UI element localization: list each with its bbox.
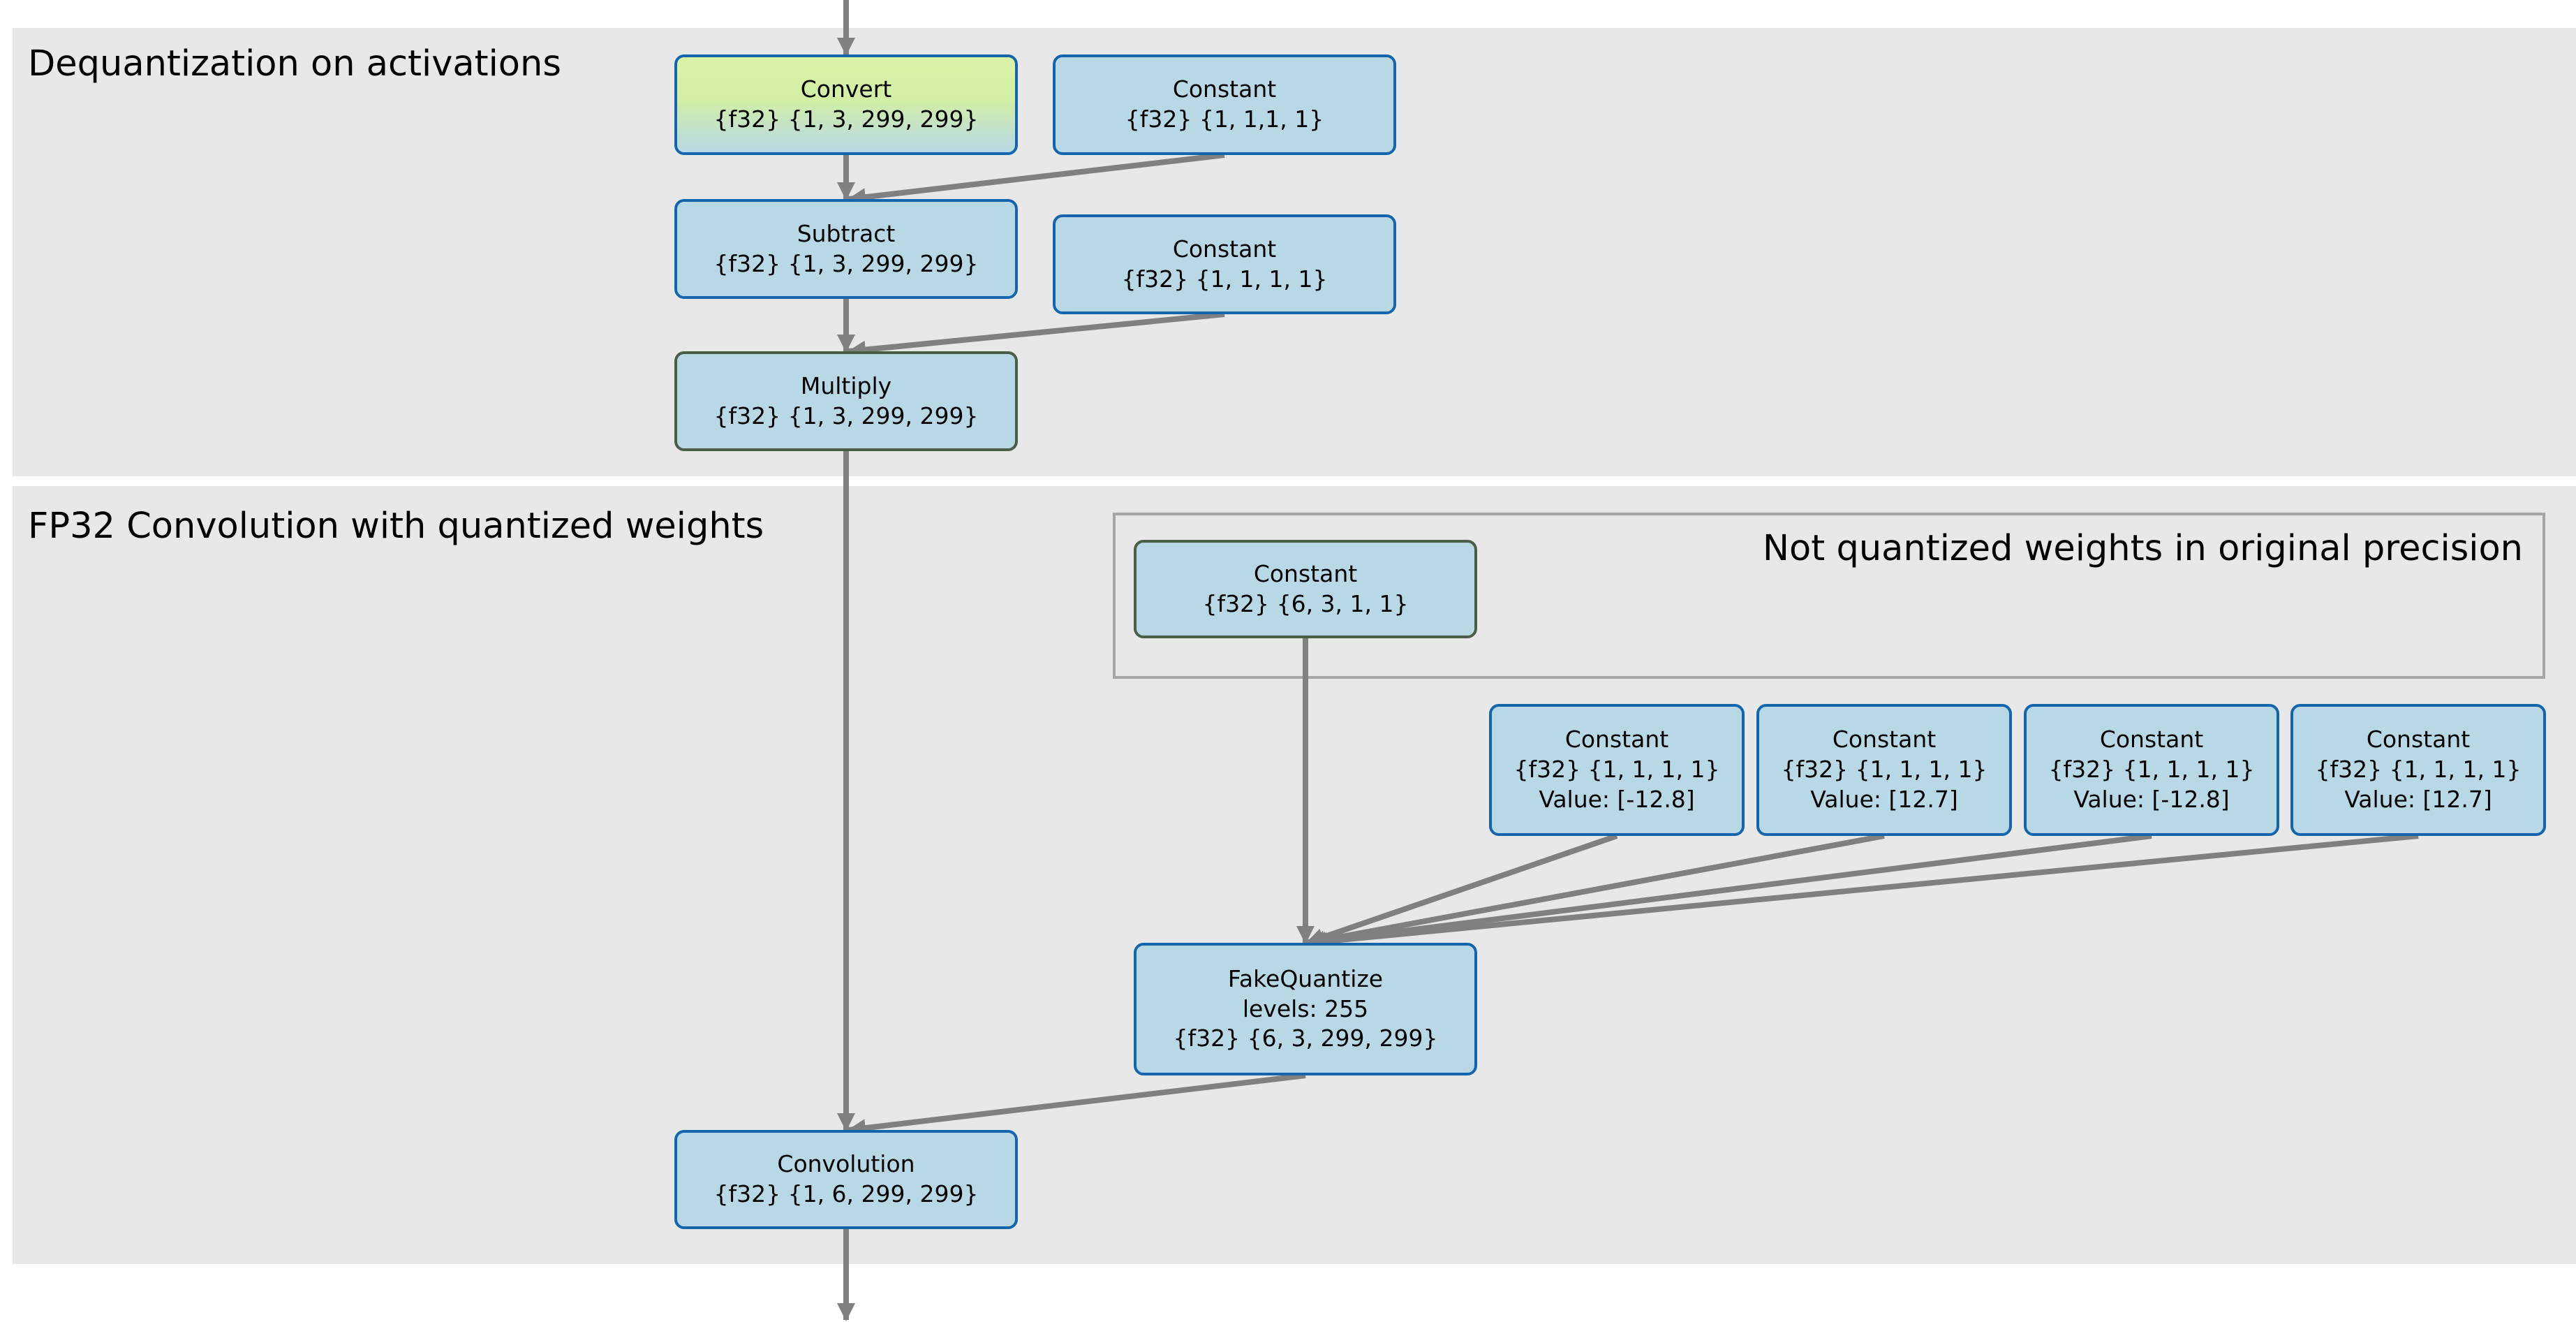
edge-out-low-to-fakequantize <box>1308 833 2152 950</box>
convert-node-name: Convert <box>800 75 892 103</box>
subtract-node-name: Subtract <box>797 219 896 247</box>
fq-input-high-constant-node[interactable]: Constant {f32} {1, 1, 1, 1} Value: [12.7… <box>1756 704 2012 836</box>
fakequantize-node-levels: levels: 255 <box>1242 994 1369 1022</box>
constant-node-1[interactable]: Constant {f32} {1, 1,1, 1} <box>1053 54 1396 155</box>
edge-in-high-to-fakequantize <box>1307 833 1885 949</box>
fakequantize-node-shape: {f32} {6, 3, 299, 299} <box>1173 1024 1438 1052</box>
constant-node-1-shape: {f32} {1, 1,1, 1} <box>1125 105 1324 133</box>
fq-output-low-constant-node[interactable]: Constant {f32} {1, 1, 1, 1} Value: [-12.… <box>2024 704 2279 836</box>
convolution-group-title: FP32 Convolution with quantized weights <box>28 506 764 547</box>
multiply-node[interactable]: Multiply {f32} {1, 3, 299, 299} <box>674 351 1018 451</box>
convert-node[interactable]: Convert {f32} {1, 3, 299, 299} <box>674 54 1018 155</box>
fq-input-high-shape: {f32} {1, 1, 1, 1} <box>1781 756 1987 784</box>
multiply-node-name: Multiply <box>800 372 892 399</box>
fakequantize-node-name: FakeQuantize <box>1227 964 1384 992</box>
convolution-node-name: Convolution <box>777 1150 915 1178</box>
edge-constant2-to-multiply <box>847 311 1225 359</box>
constant-node-2-shape: {f32} {1, 1, 1, 1} <box>1121 265 1328 293</box>
subtract-node-shape: {f32} {1, 3, 299, 299} <box>713 249 979 277</box>
fq-output-low-value: Value: [-12.8] <box>2073 785 2230 813</box>
dequantization-group-title: Dequantization on activations <box>28 43 561 85</box>
convolution-node[interactable]: Convolution {f32} {1, 6, 299, 299} <box>674 1130 1018 1229</box>
fq-input-high-name: Constant <box>1832 726 1937 754</box>
fq-output-high-name: Constant <box>2366 726 2471 754</box>
fakequantize-node[interactable]: FakeQuantize levels: 255 {f32} {6, 3, 29… <box>1134 943 1477 1075</box>
convolution-node-shape: {f32} {1, 6, 299, 299} <box>713 1180 979 1207</box>
fq-output-high-constant-node[interactable]: Constant {f32} {1, 1, 1, 1} Value: [12.7… <box>2290 704 2546 836</box>
original-weights-group-title: Not quantized weights in original precis… <box>1762 528 2523 569</box>
weights-constant-node-shape: {f32} {6, 3, 1, 1} <box>1202 589 1409 617</box>
edge-in-low-to-fakequantize <box>1305 833 1618 946</box>
fq-output-high-shape: {f32} {1, 1, 1, 1} <box>2315 756 2522 784</box>
constant-node-2-name: Constant <box>1172 235 1277 263</box>
fq-output-high-value: Value: [12.7] <box>2344 785 2492 813</box>
edge-constant1-to-subtract <box>847 152 1225 207</box>
fq-output-low-shape: {f32} {1, 1, 1, 1} <box>2048 756 2255 784</box>
weights-constant-node[interactable]: Constant {f32} {6, 3, 1, 1} <box>1134 540 1477 638</box>
constant-node-1-name: Constant <box>1172 75 1277 103</box>
fq-input-low-constant-node[interactable]: Constant {f32} {1, 1, 1, 1} Value: [-12.… <box>1489 704 1745 836</box>
fq-input-low-shape: {f32} {1, 1, 1, 1} <box>1513 756 1720 784</box>
constant-node-2[interactable]: Constant {f32} {1, 1, 1, 1} <box>1053 214 1396 314</box>
fq-input-low-value: Value: [-12.8] <box>1539 785 1695 813</box>
original-weights-group: Not quantized weights in original precis… <box>1113 513 2545 679</box>
edge-out-high-to-fakequantize <box>1310 833 2419 950</box>
convert-node-shape: {f32} {1, 3, 299, 299} <box>713 105 979 133</box>
weights-constant-node-name: Constant <box>1253 559 1358 587</box>
multiply-node-shape: {f32} {1, 3, 299, 299} <box>713 402 979 429</box>
subtract-node[interactable]: Subtract {f32} {1, 3, 299, 299} <box>674 199 1018 299</box>
fq-input-low-name: Constant <box>1564 726 1669 754</box>
edge-fakequantize-to-convolution <box>847 1073 1306 1138</box>
fq-output-low-name: Constant <box>2099 726 2204 754</box>
fq-input-high-value: Value: [12.7] <box>1810 785 1958 813</box>
